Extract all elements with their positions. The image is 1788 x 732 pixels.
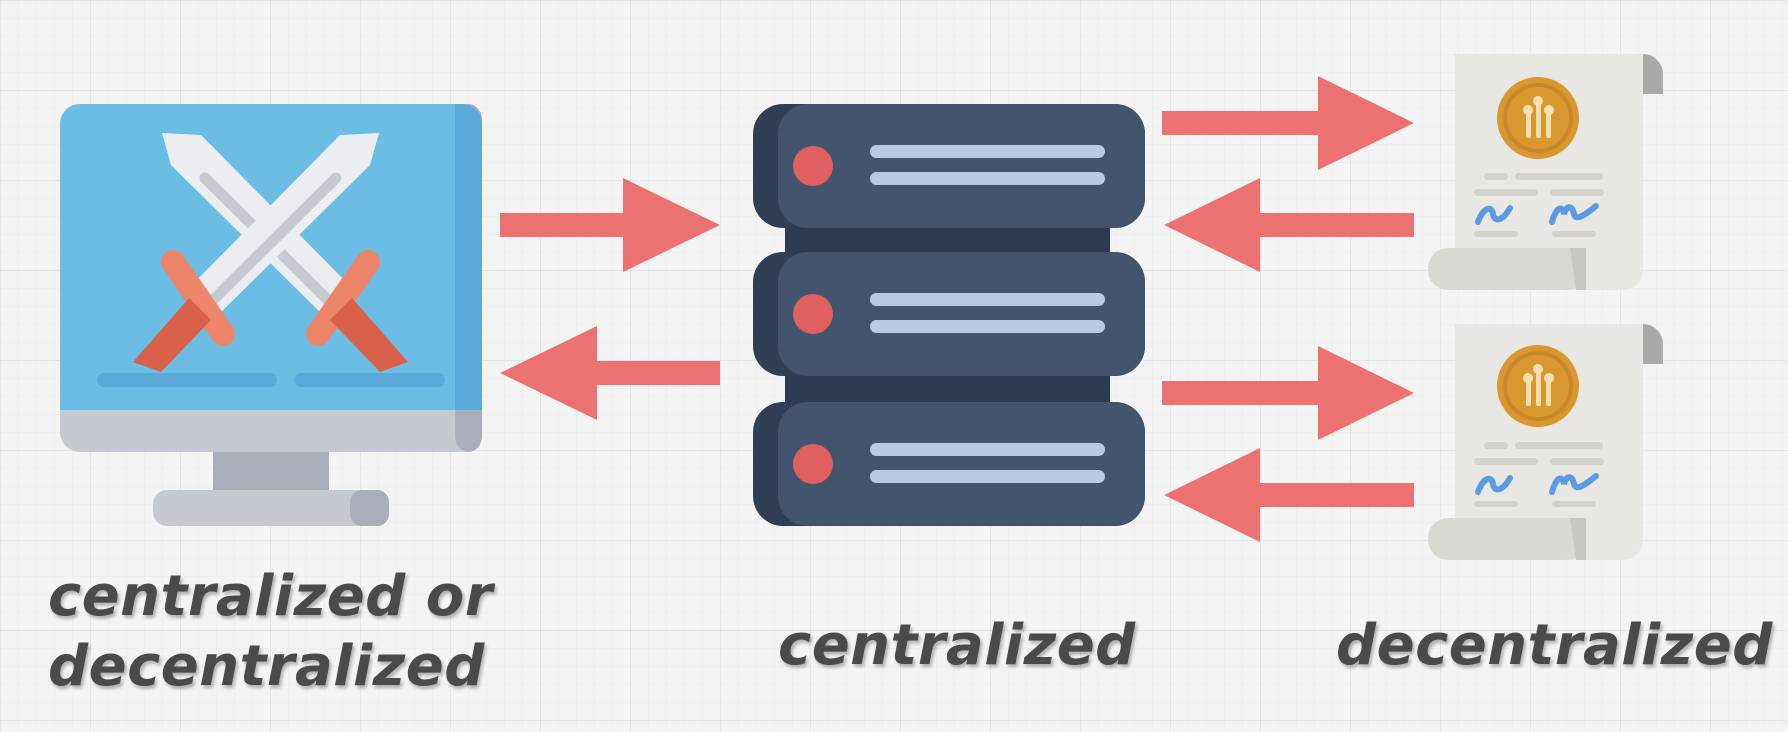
- monitor-crossed-swords-icon: [60, 104, 482, 526]
- server-unit-3: [753, 402, 1145, 526]
- server-unit-2: [753, 252, 1145, 376]
- client-label-line-2: decentralized: [48, 634, 485, 699]
- server-label: centralized: [778, 613, 1136, 678]
- arrow-left-contract-1-to-server: [1164, 178, 1414, 272]
- contract-scroll-icon: [1428, 324, 1663, 560]
- contracts-label: decentralized: [1336, 613, 1773, 678]
- sword-b: [133, 133, 379, 372]
- arrow-right-server-to-contract-1: [1162, 76, 1414, 170]
- client-label: centralized or decentralized: [48, 562, 493, 702]
- server-stack-icon: [753, 104, 1145, 526]
- contract-scroll-icon: [1428, 54, 1663, 290]
- arrow-left-server-to-client: [500, 326, 720, 420]
- server-unit-1: [753, 104, 1145, 228]
- arrow-right-server-to-contract-2: [1162, 346, 1414, 440]
- client-label-line-1: centralized or: [48, 564, 493, 629]
- arrow-right-client-to-server: [500, 178, 720, 272]
- arrow-left-contract-2-to-server: [1164, 448, 1414, 542]
